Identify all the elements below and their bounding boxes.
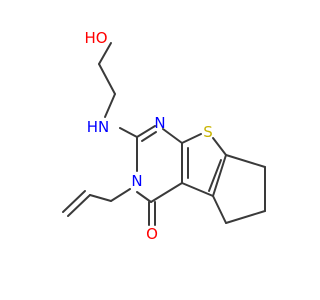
bond-cp-1	[225, 154, 266, 168]
bond-c-c-thiophene-double	[208, 159, 222, 192]
bond-ch2-nh	[104, 93, 116, 118]
bond-c4-n3	[136, 191, 152, 203]
bond-n-top-c8a	[162, 128, 183, 144]
carbonyl-oxygen-label: O	[146, 225, 158, 243]
ring-nitrogen-substituted-label: N	[131, 172, 142, 190]
bond-ch-ch2	[67, 194, 91, 217]
ring-nitrogen-top-label: N	[154, 114, 165, 132]
bond-c8a-s	[181, 133, 202, 144]
hydroxyethyl-chain	[98, 42, 116, 118]
sulfur-label: S	[203, 123, 213, 141]
bond-ch2-ch2	[98, 63, 116, 95]
hydroxyl-oxygen-label: HO	[84, 29, 107, 47]
molecule-structure: HO HN N N S O	[62, 29, 266, 243]
bond-ch2-ch	[89, 194, 112, 202]
bond-c2-n-top	[136, 125, 156, 138]
bond-c4a-c4	[150, 182, 183, 203]
bond-ch-ch2-double	[62, 190, 86, 213]
carbonyl-group	[148, 201, 156, 226]
bond-o-ch2	[98, 42, 112, 65]
bond-s-c	[212, 137, 227, 156]
thiophene-ring	[181, 133, 227, 197]
bond-nh-c2	[119, 127, 138, 138]
bond-cp-3	[225, 210, 266, 224]
bond-c2-n-top-double	[141, 131, 157, 142]
cyclopentane-ring	[212, 154, 266, 224]
amine-label: HN	[87, 118, 110, 136]
allyl-chain	[62, 188, 131, 217]
bond-cp-4	[212, 195, 227, 224]
bond-n3-ch2	[110, 188, 131, 202]
pyrimidinone-ring	[136, 125, 183, 203]
bond-c-c-thiophene	[212, 154, 227, 197]
bond-c-c4a	[181, 182, 214, 197]
